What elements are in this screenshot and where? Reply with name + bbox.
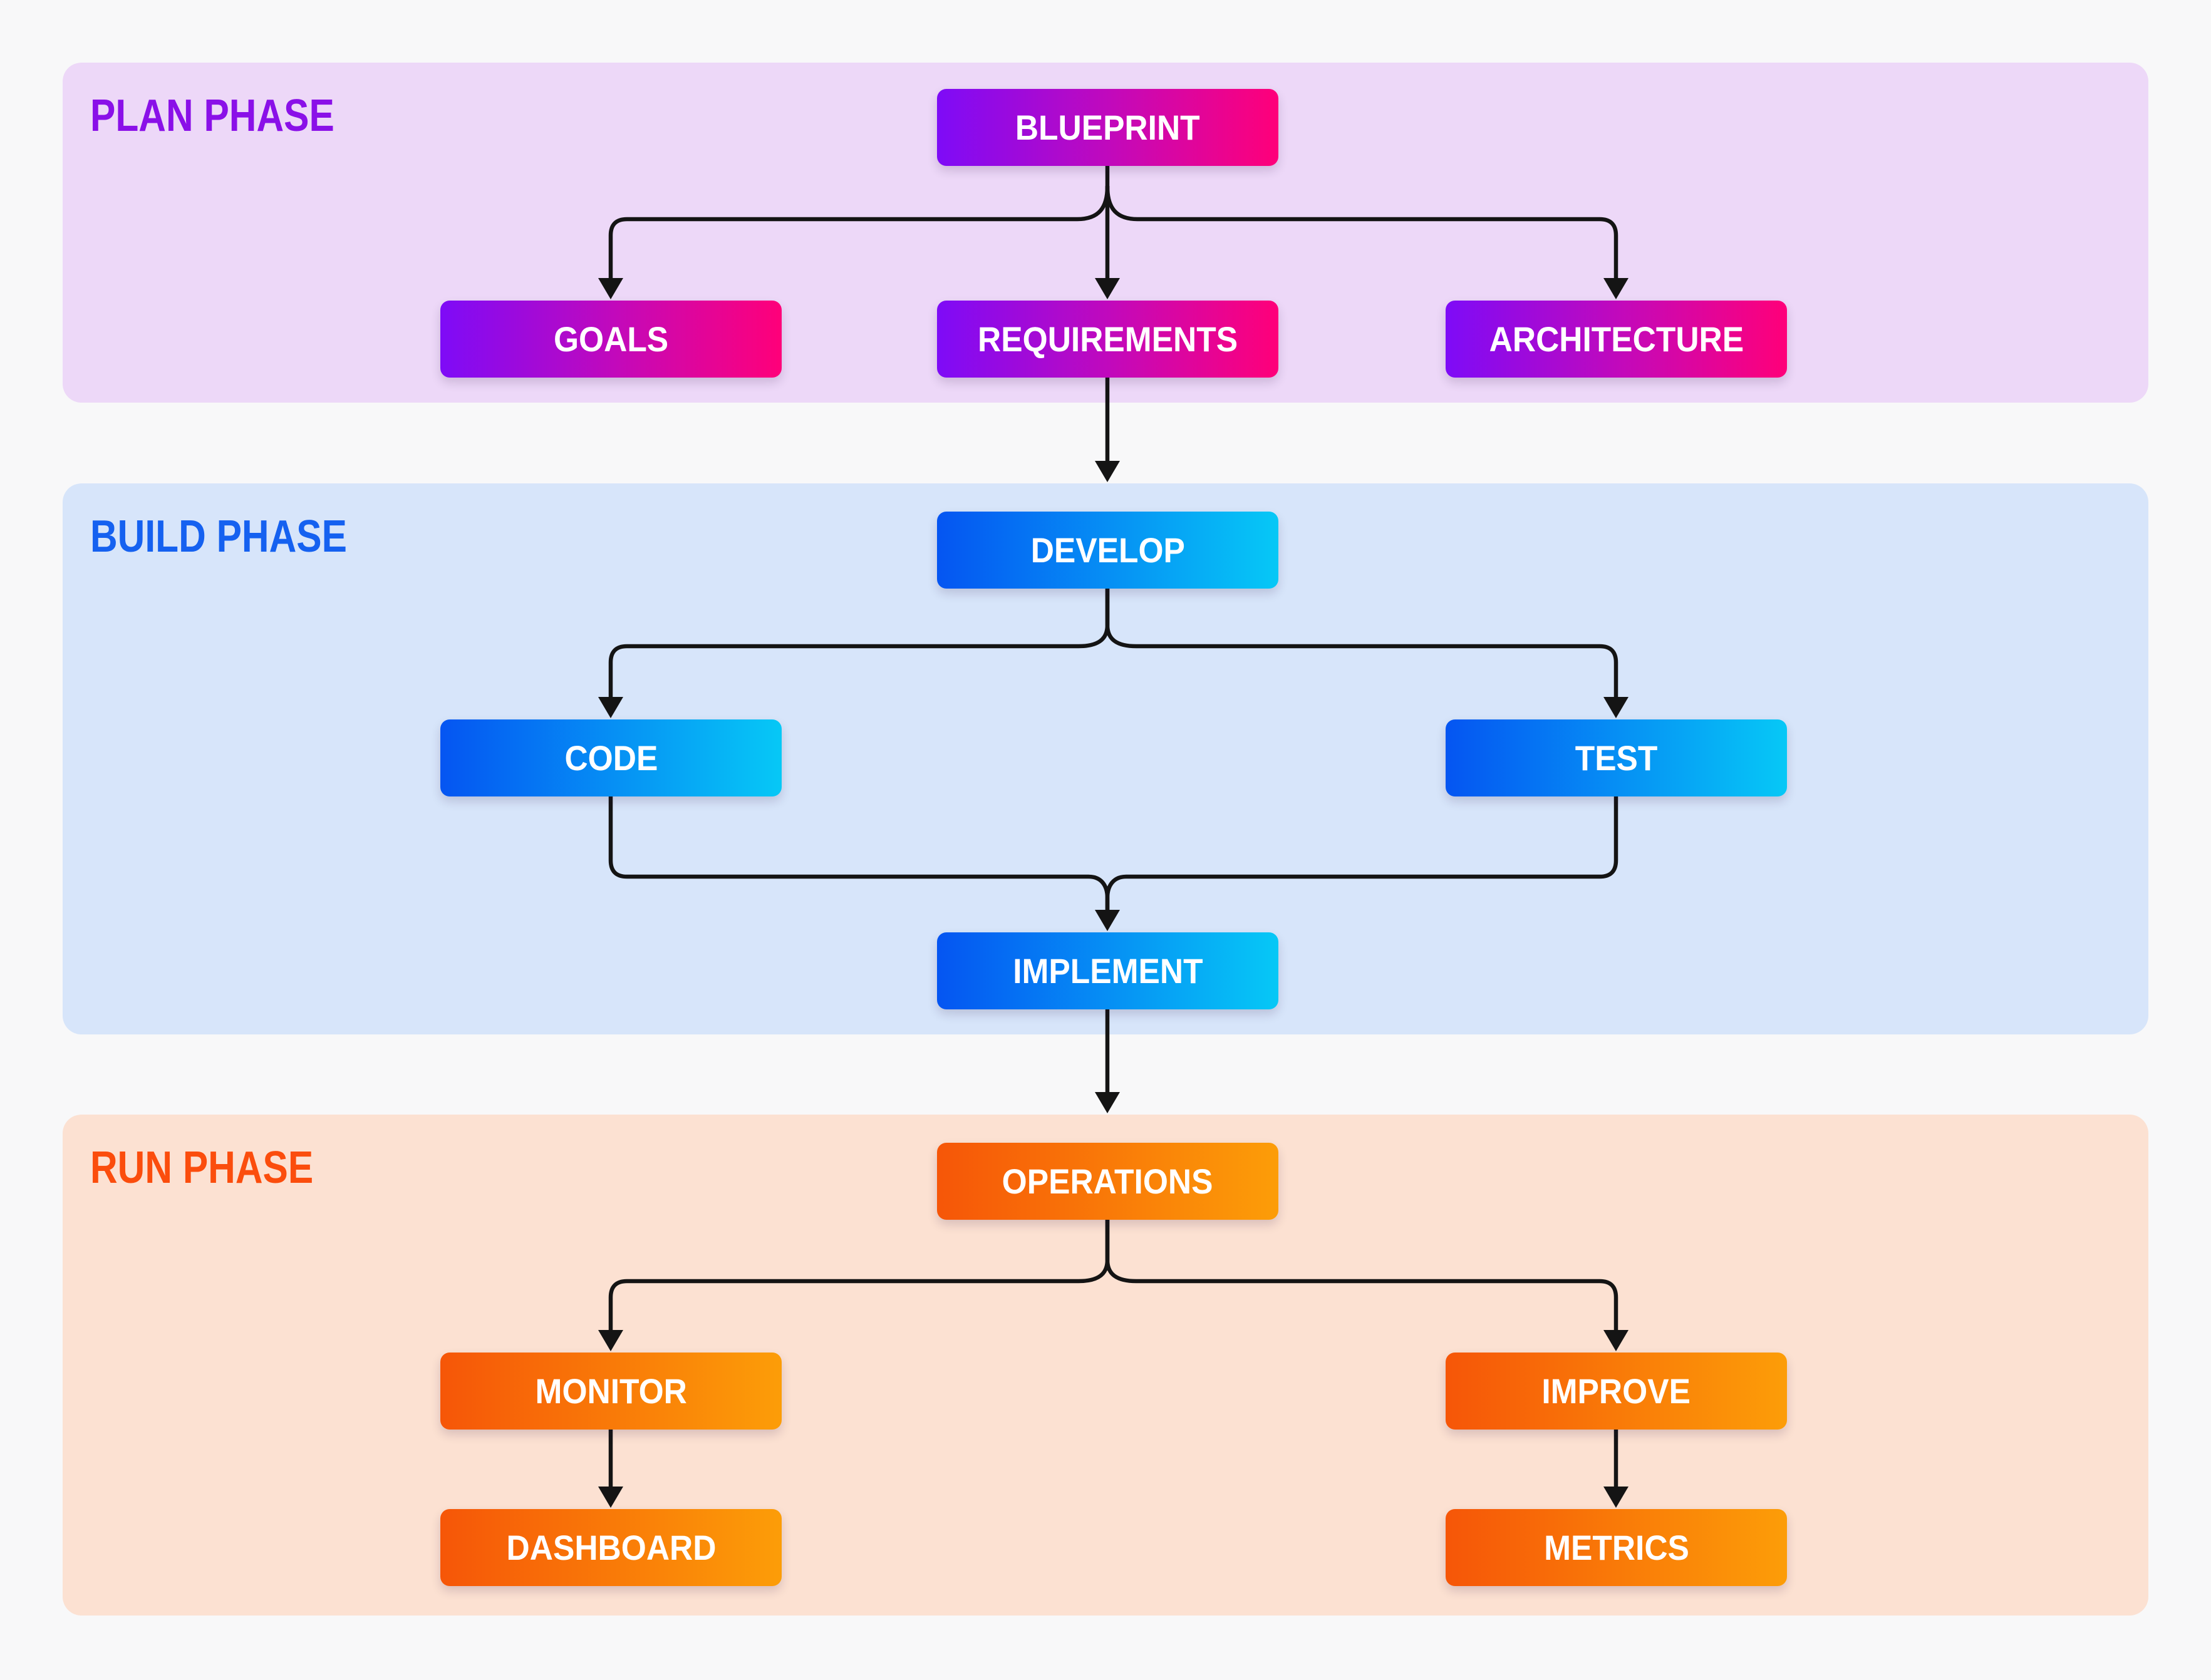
node-requirements-label: REQUIREMENTS: [977, 319, 1238, 359]
node-code: CODE: [440, 719, 782, 796]
node-metrics-label: METRICS: [1543, 1528, 1689, 1567]
arrowhead: [1095, 461, 1120, 482]
node-develop: DEVELOP: [937, 512, 1278, 589]
arrowhead: [1095, 1092, 1120, 1113]
node-blueprint-label: BLUEPRINT: [1015, 108, 1200, 147]
node-goals: GOALS: [440, 301, 782, 378]
phase-label-plan: PLAN PHASE: [90, 91, 334, 141]
node-blueprint: BLUEPRINT: [937, 89, 1278, 166]
node-test-label: TEST: [1575, 738, 1658, 778]
node-improve: IMPROVE: [1446, 1353, 1787, 1430]
node-operations-label: OPERATIONS: [1002, 1162, 1213, 1201]
node-monitor: MONITOR: [440, 1353, 782, 1430]
node-monitor-label: MONITOR: [535, 1371, 687, 1411]
phase-label-build: BUILD PHASE: [90, 512, 347, 562]
node-architecture: ARCHITECTURE: [1446, 301, 1787, 378]
node-improve-label: IMPROVE: [1541, 1371, 1691, 1411]
node-architecture-label: ARCHITECTURE: [1489, 319, 1744, 359]
node-operations: OPERATIONS: [937, 1143, 1278, 1220]
node-implement-label: IMPLEMENT: [1012, 951, 1203, 991]
phase-label-run: RUN PHASE: [90, 1143, 314, 1193]
node-code-label: CODE: [564, 738, 658, 778]
node-goals-label: GOALS: [553, 319, 669, 359]
node-dashboard-label: DASHBOARD: [506, 1528, 716, 1567]
node-dashboard: DASHBOARD: [440, 1509, 782, 1586]
node-metrics: METRICS: [1446, 1509, 1787, 1586]
node-requirements: REQUIREMENTS: [937, 301, 1278, 378]
node-test: TEST: [1446, 719, 1787, 796]
node-implement: IMPLEMENT: [937, 932, 1278, 1009]
node-develop-label: DEVELOP: [1030, 530, 1185, 570]
